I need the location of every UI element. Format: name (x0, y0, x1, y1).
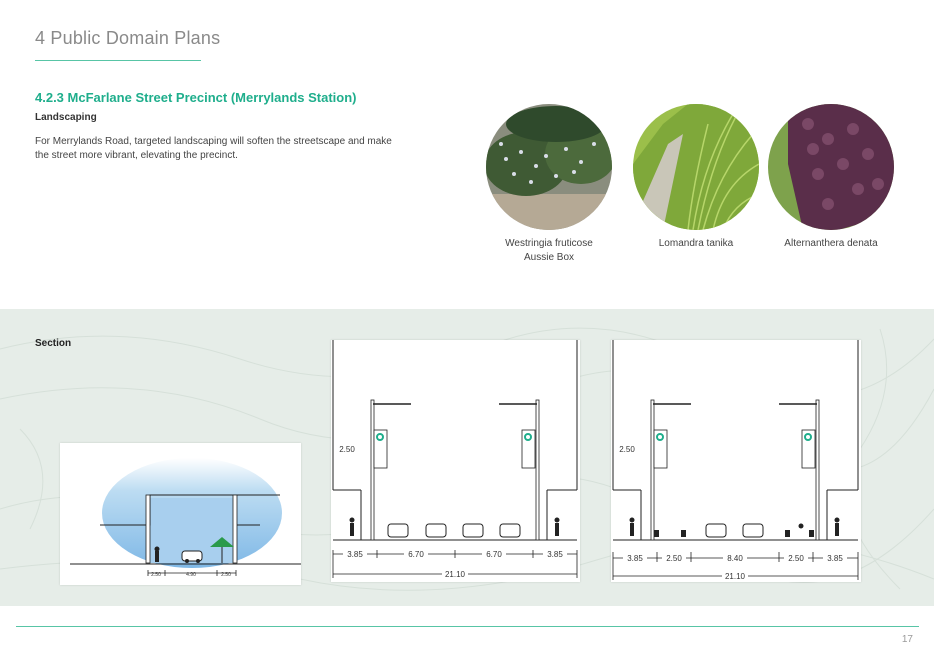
chapter-underline (35, 60, 201, 61)
plant-name: Lomandra tanika (658, 238, 734, 249)
height-dim: 2.50 (339, 445, 355, 454)
dim-3: 8.40 (727, 554, 743, 563)
dim-1: 3.85 (627, 554, 643, 563)
page-number: 17 (901, 634, 913, 645)
total-dim: 21.10 (725, 572, 746, 581)
plant-common-name: Aussie Box (523, 252, 575, 263)
section-drawing-parking: 2.50 3.85 2.50 8.40 2.50 3.85 21 (611, 340, 861, 582)
plant-caption-westringia: Westringia fruticose Aussie Box (484, 237, 614, 265)
dim-4: 2.50 (788, 554, 804, 563)
section-drawing-small: 2.50 4.90 2.50 (60, 443, 301, 585)
dim-2: 2.50 (666, 554, 682, 563)
plant-name: Westringia fruticose (505, 238, 593, 249)
section-drawing-four-lane: 2.50 3.85 6.70 6.70 3.85 21.10 (331, 340, 580, 582)
plant-caption-alternanthera: Alternanthera denata (766, 237, 896, 251)
total-dim: 21.10 (445, 570, 466, 579)
dim-5: 3.85 (827, 554, 843, 563)
plant-photo-lomandra (633, 104, 759, 230)
dim-3: 6.70 (486, 550, 502, 559)
footer-rule (16, 626, 919, 627)
chapter-title: 4 Public Domain Plans (35, 28, 221, 48)
section-title: 4.2.3 McFarlane Street Precinct (Merryla… (35, 90, 357, 105)
dim-4: 3.85 (547, 550, 563, 559)
small-dim-3: 2.50 (221, 572, 231, 578)
section-label: Section (35, 338, 72, 349)
section-body: For Merrylands Road, targeted landscapin… (35, 136, 392, 161)
small-dim-1: 2.50 (151, 572, 161, 578)
dim-2: 6.70 (408, 550, 424, 559)
height-dim: 2.50 (619, 445, 635, 454)
plant-caption-lomandra: Lomandra tanika (631, 237, 761, 251)
section-subtitle: Landscaping (35, 112, 97, 123)
plant-photo-alternanthera (768, 104, 894, 230)
dim-1: 3.85 (347, 550, 363, 559)
plant-name: Alternanthera denata (784, 238, 878, 249)
plant-photo-westringia (486, 104, 612, 230)
small-dim-2: 4.90 (186, 572, 196, 578)
